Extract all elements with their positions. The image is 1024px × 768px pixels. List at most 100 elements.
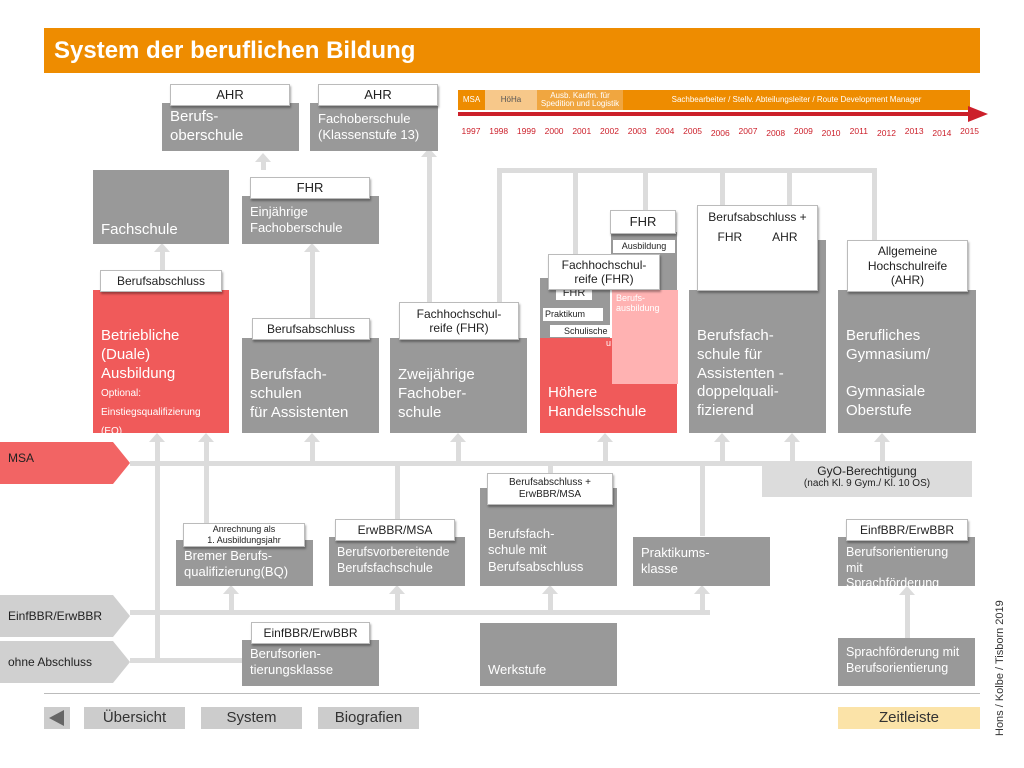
connector-arrow xyxy=(154,243,170,252)
timeline-year: 2012 xyxy=(877,128,896,138)
bq-text: Bremer Berufs- qualifizierung(BQ) xyxy=(184,548,289,580)
einjaehrige-fhr-label: FHR xyxy=(250,177,370,199)
connector-line xyxy=(720,438,725,462)
connector-line xyxy=(700,590,705,612)
connector-line xyxy=(456,438,461,462)
orientierungsklasse-text: Berufsorien- tierungsklasse xyxy=(250,646,334,678)
connector-line xyxy=(395,464,400,519)
timeline-year: 2013 xyxy=(904,126,924,136)
doppel-label-text: Berufsabschluss + xyxy=(708,210,807,224)
connector-arrow xyxy=(304,433,320,442)
connector-line xyxy=(427,155,432,338)
timeline-year: 2002 xyxy=(600,126,619,136)
connector-arrow xyxy=(784,433,800,442)
berufsoberschule-text: Berufs- oberschule xyxy=(170,108,244,144)
back-arrow-icon xyxy=(49,710,64,726)
ausbildung-label: Ausbildung xyxy=(613,240,675,253)
berufsorientierungsklasse-box[interactable]: Berufsorien- tierungsklasse xyxy=(242,640,379,686)
einjaehrige-fachoberschule-box[interactable]: Einjährige Fachoberschule xyxy=(242,196,379,244)
connector-arrow xyxy=(694,585,710,594)
timeline-year: 2015 xyxy=(960,126,980,136)
connector-line xyxy=(310,250,315,320)
berufsoberschule-box[interactable]: Berufs- oberschule xyxy=(162,103,299,151)
gyo-berechtigung-box: GyO-Berechtigung (nach Kl. 9 Gym./ Kl. 1… xyxy=(762,461,972,497)
hoehere-fhr-reife-label: Fachhochschul- reife (FHR) xyxy=(548,254,660,290)
ohne-abschluss-arrow: ohne Abschluss xyxy=(0,641,113,683)
connector-line xyxy=(261,162,266,170)
timeline-year: 2007 xyxy=(738,126,758,136)
timeline: MSA HöHa Ausb. Kaufm. für Spedition und … xyxy=(458,88,988,143)
praktikumsklasse-box[interactable]: Praktikums- klasse xyxy=(633,537,770,586)
berufsausbildung-text: Berufs- ausbildung xyxy=(616,293,660,313)
sprachfoerderung-box[interactable]: Sprachförderung mit Berufsorientierung xyxy=(838,638,975,686)
connector-line xyxy=(130,461,770,466)
timeline-year: 2000 xyxy=(544,126,564,136)
doppel-fhr-label: FHR xyxy=(717,230,743,245)
orientierung-label: EinfBBR/ErwBBR xyxy=(846,519,968,541)
doppel-label-quals: FHR AHR xyxy=(717,230,797,244)
timeline-year: 2009 xyxy=(793,126,813,136)
connector-line xyxy=(880,438,885,462)
timeline-year: 2006 xyxy=(710,128,730,138)
assistenten-text: Berufsfach- schulen für Assistenten xyxy=(250,366,349,421)
connector-arrow xyxy=(714,433,730,442)
orientierungsklasse-label: EinfBBR/ErwBBR xyxy=(251,622,370,644)
fachoberschule13-box[interactable]: Fachoberschule (Klassenstufe 13) xyxy=(310,103,438,151)
timeline-axis xyxy=(458,112,970,116)
doppelqualifizierend-box[interactable]: Berufsfach- schule für Assistenten - dop… xyxy=(689,290,826,433)
nav-biografien-button[interactable]: Biografien xyxy=(318,707,419,729)
timeline-segment-hoeha: HöHa xyxy=(485,90,537,110)
hoehere-text: Höhere Handelsschule xyxy=(548,384,647,420)
connector-line xyxy=(872,170,877,240)
doppel-ahr-label: AHR xyxy=(772,230,798,245)
timeline-year: 2001 xyxy=(572,126,592,136)
bremer-bq-box[interactable]: Bremer Berufs- qualifizierung(BQ) xyxy=(176,540,313,586)
back-button[interactable] xyxy=(44,707,70,729)
gyo-line2: (nach Kl. 9 Gym./ Kl. 10 OS) xyxy=(803,478,931,489)
orientierung-text: Berufsorientierung mit Sprachförderung xyxy=(846,545,949,591)
connector-line xyxy=(130,658,245,663)
credit-text: Hons / Kolbe / Tisborn 2019 xyxy=(994,600,1006,736)
berufsabschluss-erwbbr-label: Berufsabschluss + ErwBBR/MSA xyxy=(487,473,613,505)
fachoberschule13-ahr-label: AHR xyxy=(318,84,438,106)
connector-line xyxy=(573,170,578,280)
nav-divider xyxy=(44,693,980,694)
ohne-arrow-label: ohne Abschluss xyxy=(8,655,93,669)
timeline-year: 1997 xyxy=(461,126,481,136)
zweijaehrige-text: Zweijährige Fachober- schule xyxy=(398,366,475,421)
zweijaehrige-fachoberschule-box[interactable]: Zweijährige Fachober- schule xyxy=(390,338,527,433)
hoehere-praktikum-label: Praktikum xyxy=(543,308,603,321)
connector-line xyxy=(497,170,502,305)
connector-line xyxy=(790,438,795,462)
timeline-year: 2005 xyxy=(683,126,703,136)
timeline-year: 2004 xyxy=(655,126,675,136)
berufsabschluss-text: Berufsfach- schule mit Berufsabschluss xyxy=(488,526,584,574)
betriebliche-ausbildung-box[interactable]: Betriebliche (Duale) Ausbildung Optional… xyxy=(93,290,229,437)
betriebliche-text: Betriebliche (Duale) Ausbildung xyxy=(101,327,180,382)
fachschule-box[interactable]: Fachschule xyxy=(93,170,229,244)
doppel-berufsabschluss-label: Berufsabschluss + FHR AHR xyxy=(697,205,818,291)
zweijaehrige-fhr-label: Fachhochschul- reife (FHR) xyxy=(399,302,519,340)
werkstufe-box[interactable]: Werkstufe xyxy=(480,623,617,686)
berufsvorbereitende-box[interactable]: Berufsvorbereitende Berufsfachschule xyxy=(329,537,465,586)
nav-uebersicht-button[interactable]: Übersicht xyxy=(84,707,185,729)
connector-line xyxy=(229,590,234,612)
hoehere-schulisch-label: Schulische xyxy=(550,325,610,337)
connector-line xyxy=(395,590,400,612)
timeline-year: 1999 xyxy=(516,126,536,136)
timeline-segment-msa: MSA xyxy=(458,90,485,110)
assistenten-box[interactable]: Berufsfach- schulen für Assistenten xyxy=(242,338,379,433)
berufliches-gymnasium-box[interactable]: Berufliches Gymnasium/ Gymnasiale Oberst… xyxy=(838,290,976,433)
connector-line xyxy=(310,438,315,462)
nav-zeitleiste-button[interactable]: Zeitleiste xyxy=(838,707,980,729)
msa-arrow: MSA xyxy=(0,442,113,484)
berufsausbildung-box[interactable]: Berufs- ausbildung xyxy=(612,290,678,384)
timeline-year: 2008 xyxy=(766,128,786,138)
bq-anrechnung-label: Anrechnung als 1. Ausbildungsjahr xyxy=(183,523,305,547)
timeline-year: 2010 xyxy=(821,128,841,138)
connector-arrow xyxy=(304,243,320,252)
hoehere-fhr-label: FHR xyxy=(610,210,676,234)
berufsorientierung-box[interactable]: Berufsorientierung mit Sprachförderung xyxy=(838,537,975,590)
fachschule-text: Fachschule xyxy=(101,221,178,239)
nav-system-button[interactable]: System xyxy=(201,707,302,729)
